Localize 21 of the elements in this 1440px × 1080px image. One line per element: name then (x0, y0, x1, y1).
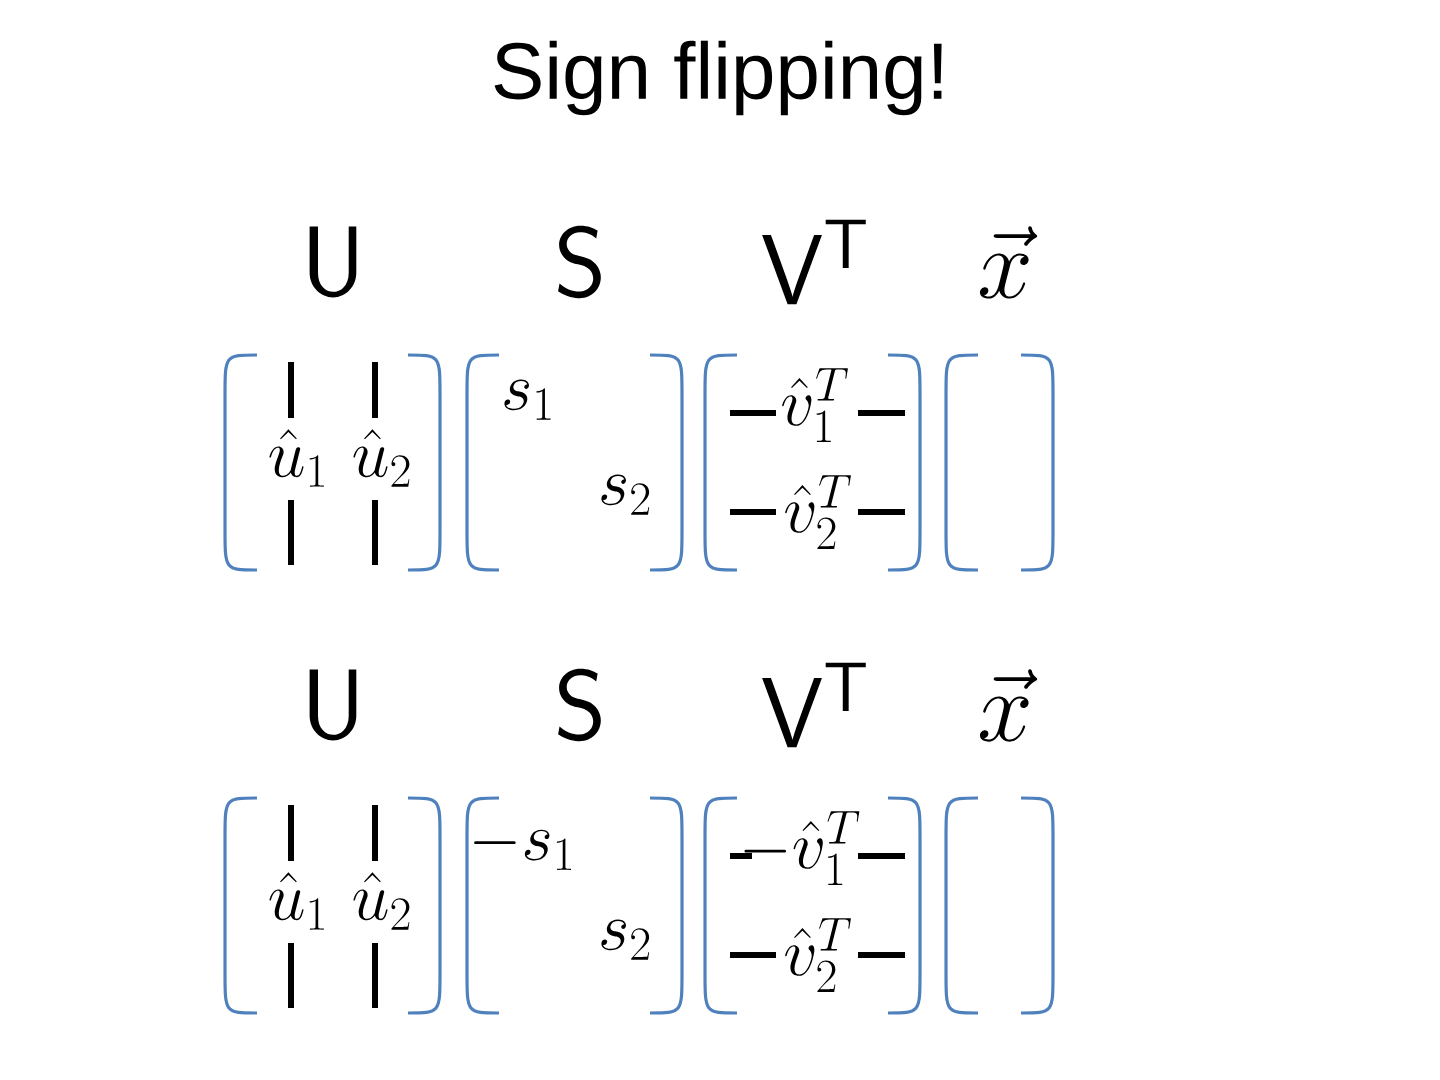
title: Sign flipping! (494, 40, 942, 116)
matrix-entry: $s_1$ (504, 379, 551, 420)
matrix-entry: $-\hat{v}_1^T$ (744, 811, 860, 885)
matrix-entry: $\hat{v}_1^T$ (782, 368, 848, 442)
matrix-label: $\vec{x}$ (979, 669, 1038, 742)
matrix-label: $\mathsf{S}$ (558, 668, 601, 742)
matrix-entry: $\hat{u}_2$ (353, 429, 410, 487)
matrix-label: $\mathsf{S}$ (558, 225, 601, 299)
matrix-label: $\mathsf{U}$ (309, 226, 357, 298)
matrix-entry: $\hat{v}_2^T$ (785, 918, 851, 992)
matrix-label: $\mathsf{U}$ (309, 669, 357, 741)
matrix-entry: $\hat{u}_2$ (353, 872, 410, 930)
matrix-label: $\mathsf{V}^{\mathsf{T}}$ (762, 219, 866, 305)
matrix-label: $\vec{x}$ (979, 226, 1038, 299)
matrix-entry: $-s_1$ (474, 829, 571, 870)
matrix-label: $\mathsf{V}^{\mathsf{T}}$ (762, 662, 866, 748)
matrix-entry: $\hat{v}_2^T$ (785, 475, 851, 549)
matrix-entry: $s_2$ (601, 474, 650, 515)
matrix-entry: $s_2$ (601, 919, 650, 960)
matrix-entry: $\hat{u}_1$ (269, 429, 324, 487)
matrix-entry: $\hat{u}_1$ (269, 872, 324, 930)
